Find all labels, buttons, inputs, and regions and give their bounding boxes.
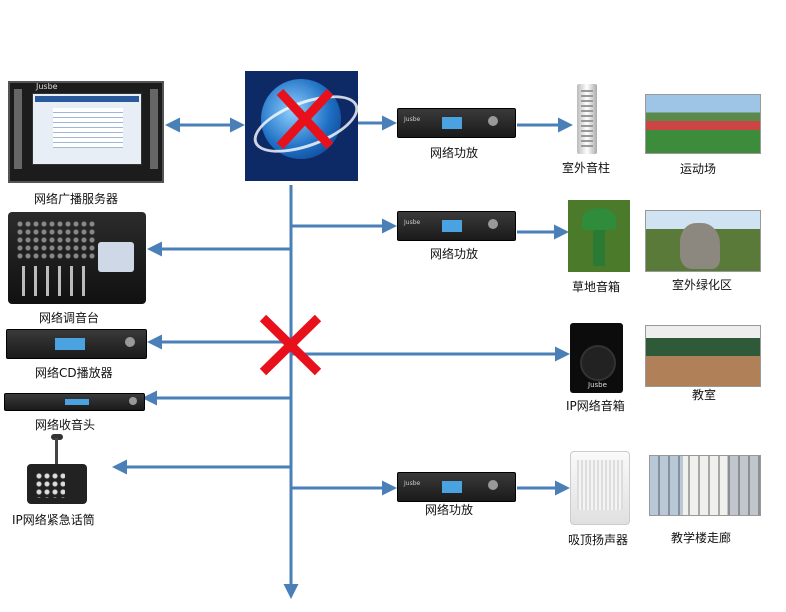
lawn-speaker-label: 草地音箱: [572, 280, 621, 294]
cross-on-network-icon: [276, 88, 334, 150]
tuner-knob: [129, 397, 137, 405]
corridor-photo: [649, 455, 761, 516]
ceiling-speaker-label: 吸顶扬声器: [568, 533, 629, 547]
mixer-fader: [34, 266, 37, 296]
connectors: [112, 115, 573, 599]
network-tuner: [4, 393, 145, 411]
amp-display: [442, 117, 462, 129]
network-amplifier-1: Jusbe: [397, 108, 516, 138]
mixer-fader: [70, 266, 73, 296]
ip-network-speaker: Jusbe: [570, 323, 623, 393]
stadium-label: 运动场: [680, 162, 717, 176]
mixer-label: 网络调音台: [39, 311, 100, 325]
garden-label: 室外绿化区: [672, 278, 733, 292]
amp-display: [442, 220, 462, 232]
garden-photo: [645, 210, 761, 272]
lawn-speaker-cap: [582, 208, 616, 230]
amp-knob: [488, 480, 498, 490]
speaker-brand: Jusbe: [588, 381, 607, 389]
network-amplifier-2: Jusbe: [397, 211, 516, 241]
mixer-knobs: [16, 220, 96, 260]
mic-stem: [55, 438, 58, 466]
amp-brand: Jusbe: [404, 480, 421, 487]
amp-knob: [488, 116, 498, 126]
server-screen: [32, 93, 142, 165]
mic-keypad: [35, 472, 65, 498]
stadium-photo: [645, 94, 761, 154]
column-speaker-label: 室外音柱: [562, 161, 611, 175]
cd-knob: [125, 337, 135, 347]
amp-brand: Jusbe: [404, 219, 421, 226]
server-label: 网络广播服务器: [34, 192, 119, 206]
corridor-label: 教学楼走廊: [671, 531, 732, 545]
lawn-speaker: [568, 200, 630, 272]
speaker-cone: [580, 345, 616, 381]
ip-emergency-mic: [27, 434, 89, 506]
network-amplifier-3: Jusbe: [397, 472, 516, 502]
mixer-fader: [82, 266, 85, 296]
rack-ear-left: [14, 89, 22, 169]
mic-label: IP网络紧急话筒: [12, 513, 95, 527]
mixer-fader: [46, 266, 49, 296]
cd-display: [55, 338, 85, 350]
cd-player-label: 网络CD播放器: [35, 366, 113, 380]
classroom-label: 教室: [692, 388, 717, 402]
mixer-fader: [58, 266, 61, 296]
server-brand: Jusbe: [36, 82, 58, 91]
lawn-speaker-pole: [593, 230, 605, 266]
mic-head-icon: [51, 434, 63, 440]
classroom-photo: [645, 325, 761, 387]
amp3-label: 网络功放: [425, 503, 474, 517]
amp-brand: Jusbe: [404, 116, 421, 123]
ip-speaker-label: IP网络音箱: [566, 399, 625, 413]
outdoor-column-speaker: [577, 84, 597, 154]
amp-display: [442, 481, 462, 493]
tuner-display: [65, 398, 89, 406]
mixer-fader: [22, 266, 25, 296]
amp2-label: 网络功放: [430, 247, 479, 261]
tuner-label: 网络收音头: [35, 418, 96, 432]
ceiling-speaker: [570, 451, 630, 525]
amp1-label: 网络功放: [430, 146, 479, 160]
mixer-keypad: [98, 242, 134, 272]
network-broadcast-server: Jusbe: [8, 81, 164, 183]
cross-on-backbone-icon: [259, 314, 322, 376]
network-cd-player: [6, 329, 147, 359]
amp-knob: [488, 219, 498, 229]
rack-ear-right: [150, 89, 158, 169]
network-mixer: [8, 212, 146, 304]
